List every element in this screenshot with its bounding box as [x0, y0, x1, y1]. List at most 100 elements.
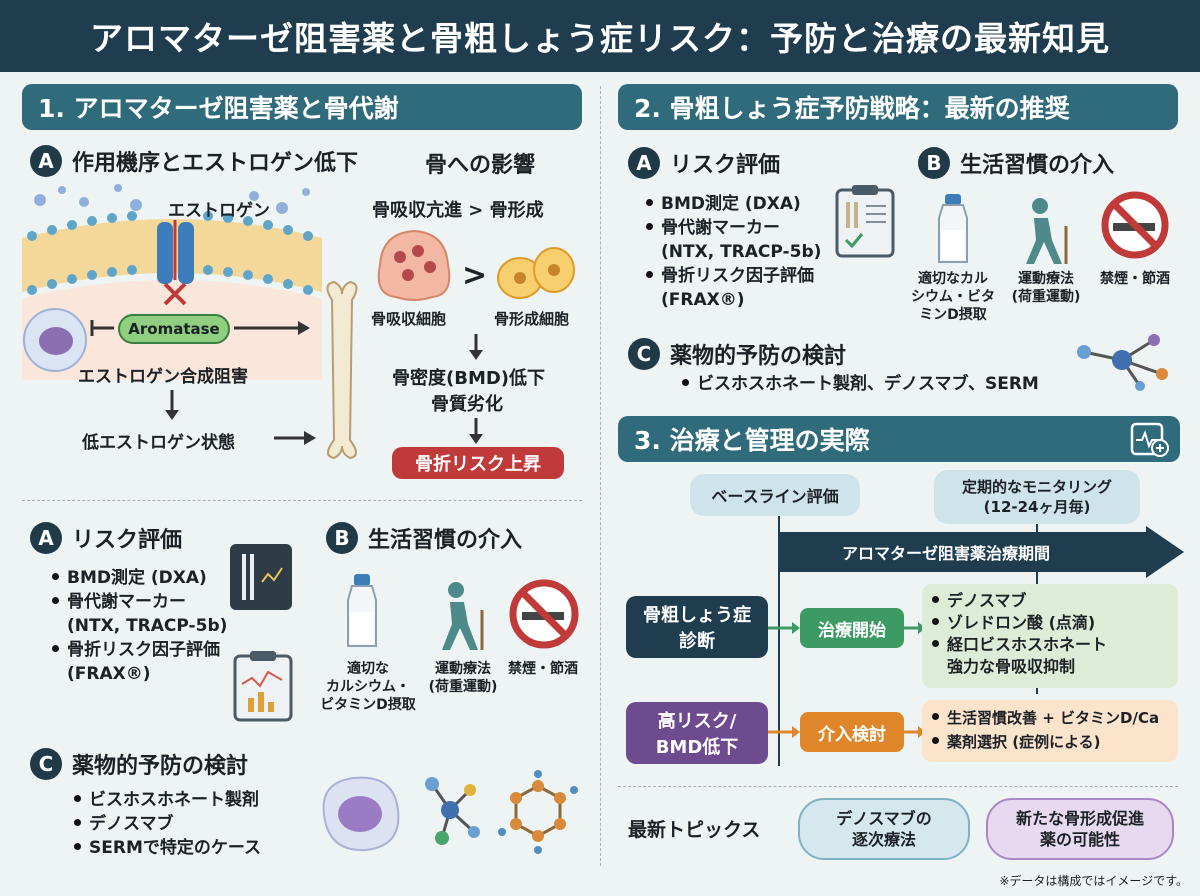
- list-item: BMD測定 (DXA): [52, 566, 227, 590]
- divider: [618, 786, 1178, 787]
- cell-icon: [23, 308, 87, 372]
- list-item: 骨折リスク因子評価: [52, 638, 227, 662]
- no-smoking-icon: [509, 579, 579, 649]
- clipboard-xray-icon: [835, 185, 895, 258]
- s2-b-title: 生活習慣の介入: [960, 153, 1115, 178]
- treatment-period-label: アロマターゼ阻害薬治療期間: [842, 544, 1051, 563]
- bmd-decrease-label: 骨密度(BMD)低下: [392, 368, 546, 389]
- lower-c-title: 薬物的予防の検討: [72, 754, 249, 779]
- vertical-divider: [600, 86, 601, 866]
- list-item: (NTX, TRACP-5b): [67, 616, 228, 636]
- resorption-label: 骨吸収亢進 > 骨形成: [372, 200, 544, 221]
- list-item: 骨折リスク因子評価: [646, 264, 821, 288]
- osteoclast-icon: [377, 229, 451, 301]
- osteoporosis-diagnosis: 骨粗しょう症診断: [626, 596, 768, 658]
- lower-c-heading: C 薬物的予防の検討: [30, 748, 248, 780]
- milk-bottle-icon: [347, 574, 377, 647]
- aromatase-enzyme: Aromatase: [118, 314, 230, 344]
- list-item: 骨代謝マーカー: [52, 590, 227, 614]
- exercise-caption: 運動療法(荷重運動): [1011, 271, 1081, 305]
- s2-c-title: 薬物的予防の検討: [670, 344, 847, 369]
- badge-b: B: [326, 522, 358, 554]
- start-treatment: 治療開始: [800, 608, 904, 648]
- walking-person-icon: [1026, 198, 1068, 264]
- topic-denosumab: デノスマブの逐次療法: [798, 798, 970, 860]
- xray-monitor-icon: [230, 544, 292, 610]
- badge-a: A: [30, 522, 62, 554]
- arrow-right-icon: [768, 726, 800, 738]
- exercise-caption: 運動療法(荷重運動): [428, 661, 498, 695]
- list-item: ビスホスホネート製剤: [74, 788, 261, 812]
- arrow-down-icon: [165, 390, 179, 420]
- treatment-note: 強力な骨吸収抑制: [947, 657, 1076, 676]
- arrow-right-icon: [234, 321, 310, 335]
- lower-b-heading: B 生活習慣の介入: [326, 522, 522, 554]
- no-smoking-icon: [1101, 191, 1169, 259]
- treatment-options: デノスマブ ゾレドロン酸 (点滴) 経口ビスホスホネート 強力な骨吸収抑制: [922, 584, 1178, 688]
- page-title: アロマターゼ阻害薬と骨粗しょう症リスク：予防と治療の最新知見: [0, 0, 1200, 72]
- s2-a-title: リスク評価: [670, 153, 781, 178]
- list-item: 経口ビスホスホネート: [932, 634, 1168, 656]
- calcium-caption: 適切なカルシウム・ビタミンD摂取: [911, 271, 995, 323]
- lower-a-list: BMD測定 (DXA) 骨代謝マーカー (NTX, TRACP-5b) 骨折リス…: [52, 566, 227, 686]
- membrane-illustration: [22, 184, 322, 380]
- list-item: 生活習慣改善 + ビタミンD/Ca: [932, 706, 1168, 730]
- list-item: ゾレドロン酸 (点滴): [932, 612, 1168, 634]
- synthesis-inhibition-label: エストロゲン合成阻害: [78, 367, 248, 387]
- inhibit-arrow-icon: [90, 320, 114, 336]
- molecule-ring-icon: [498, 770, 578, 854]
- molecule-icon: [425, 777, 480, 845]
- list-item: デノスマブ: [74, 812, 261, 836]
- topic-bone-formation: 新たな骨形成促進薬の可能性: [986, 798, 1174, 860]
- bone-effect-title: 骨への影響: [425, 153, 536, 178]
- list-item: SERMで特定のケース: [74, 836, 261, 860]
- arrow-right-icon: [274, 431, 316, 445]
- s2-c-heading: C 薬物的予防の検討: [628, 338, 846, 370]
- bone-quality-label: 骨質劣化: [431, 394, 503, 415]
- badge-c: C: [628, 338, 660, 370]
- osteoclast-label: 骨吸収細胞: [371, 310, 447, 328]
- s2-a-list: BMD測定 (DXA) 骨代謝マーカー (NTX, TRACP-5b) 骨折リス…: [646, 192, 821, 312]
- list-item: 薬剤選択 (症例による): [932, 730, 1168, 754]
- baseline-label: ベースライン評価: [690, 474, 860, 516]
- cell-icon: [322, 776, 400, 852]
- fracture-risk-badge: 骨折リスク上昇: [392, 447, 564, 479]
- intervention-options: 生活習慣改善 + ビタミンD/Ca 薬剤選択 (症例による): [922, 700, 1178, 762]
- estrogen-label: エストロゲン: [168, 201, 270, 221]
- arrow-down-icon: [469, 334, 483, 360]
- footnote: ※データは構成ではイメージです。: [999, 874, 1188, 888]
- lower-a-title: リスク評価: [72, 528, 183, 553]
- treatment-period-arrow: [778, 526, 1184, 578]
- badge-a: A: [30, 145, 62, 177]
- badge-a: A: [628, 147, 660, 179]
- s1-a-heading: A 作用機序とエストロゲン低下: [30, 145, 358, 177]
- osteoblast-icon: [497, 247, 575, 299]
- consider-intervention: 介入検討: [800, 712, 904, 752]
- low-estrogen-label: 低エストロゲン状態: [82, 433, 235, 453]
- arrow-right-icon: [768, 622, 800, 634]
- lower-b-title: 生活習慣の介入: [368, 528, 523, 553]
- s2-a-heading: A リスク評価: [628, 147, 780, 179]
- walking-person-icon: [442, 582, 484, 650]
- latest-topics-label: 最新トピックス: [628, 819, 761, 841]
- s2-c-item: ビスホスホネート製剤、デノスマブ、SERM: [682, 372, 1039, 396]
- bone-icon: [326, 280, 358, 460]
- list-item: BMD測定 (DXA): [646, 192, 821, 216]
- s1-a-title: 作用機序とエストロゲン低下: [72, 151, 359, 176]
- badge-b: B: [918, 147, 950, 179]
- arrow-down-icon: [469, 418, 483, 444]
- molecule-icon: [1077, 334, 1168, 391]
- section-2-header: 2. 骨粗しょう症予防戦略：最新の推奨: [618, 84, 1178, 130]
- calcium-caption: 適切なカルシウム・ビタミンD摂取: [320, 661, 416, 713]
- s2-b-heading: B 生活習慣の介入: [918, 147, 1114, 179]
- section-1-header: 1. アロマターゼ阻害薬と骨代謝: [22, 84, 582, 130]
- list-item: デノスマブ: [932, 590, 1168, 612]
- list-item: 骨代謝マーカー: [646, 216, 821, 240]
- high-risk-label: 高リスク/BMD低下: [626, 702, 768, 764]
- no-smoking-caption: 禁煙・節酒: [508, 661, 578, 677]
- list-item: (NTX, TRACP-5b): [661, 242, 822, 262]
- clipboard-chart-icon: [233, 651, 293, 722]
- timeline-line: [778, 516, 780, 766]
- divider: [22, 500, 582, 501]
- greater-than-symbol: >: [462, 258, 488, 293]
